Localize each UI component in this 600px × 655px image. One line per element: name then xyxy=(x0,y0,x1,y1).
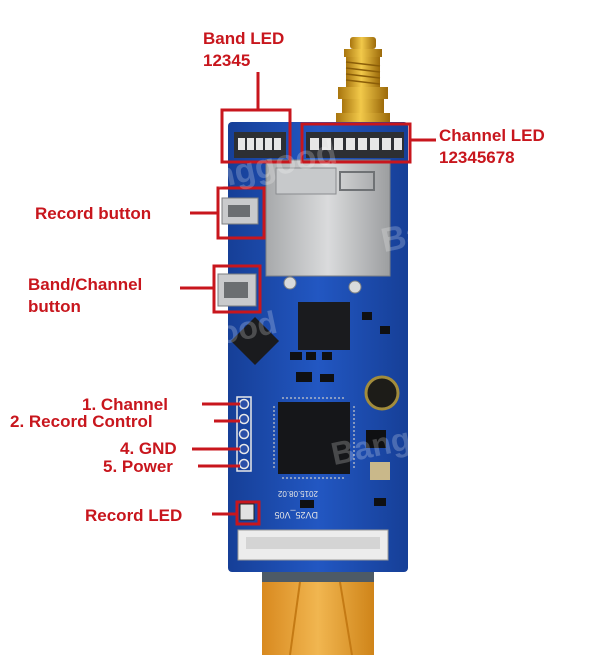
band-channel-label-line1: Band/Channel xyxy=(28,275,143,294)
crystal xyxy=(370,462,390,480)
record-led-label: Record LED xyxy=(85,506,183,525)
main-processor-chip xyxy=(278,402,350,474)
band-led-numbers: 12345 xyxy=(203,51,251,70)
pin-header xyxy=(236,396,252,472)
pin-label-record-control: 2. Record Control xyxy=(10,412,153,431)
channel-led-numbers: 12345678 xyxy=(439,148,515,167)
microsd-slot-icon xyxy=(265,159,391,294)
band-channel-label-line2: button xyxy=(28,297,81,316)
pin-label-gnd: 4. GND xyxy=(120,439,177,458)
small-qfn-chip xyxy=(230,316,280,366)
pin-label-power: 5. Power xyxy=(103,457,173,476)
record-button-label: Record button xyxy=(35,204,152,223)
channel-led-title: Channel LED xyxy=(439,126,545,145)
buzzer xyxy=(364,375,400,411)
sma-antenna-icon xyxy=(336,37,390,127)
ribbon-cable xyxy=(262,566,374,655)
leader-lines xyxy=(180,72,436,516)
channel-led-row xyxy=(306,132,404,158)
silkscreen-date: 2015.08.02 xyxy=(277,489,318,498)
band-channel-button-part xyxy=(217,273,257,307)
channel-led-box xyxy=(300,122,412,164)
silkscreen-model: DV25_V05 xyxy=(274,510,318,520)
eeprom-chip xyxy=(298,302,350,350)
pcb-board: DV25_V05 2015.08.02 xyxy=(217,122,408,572)
band-led-row xyxy=(234,132,286,158)
band-led-box xyxy=(220,108,292,164)
band-led-title: Band LED xyxy=(203,29,285,48)
record-led-part xyxy=(239,503,255,521)
pin-label-channel: 1. Channel xyxy=(82,395,168,414)
record-button-part xyxy=(221,197,259,225)
